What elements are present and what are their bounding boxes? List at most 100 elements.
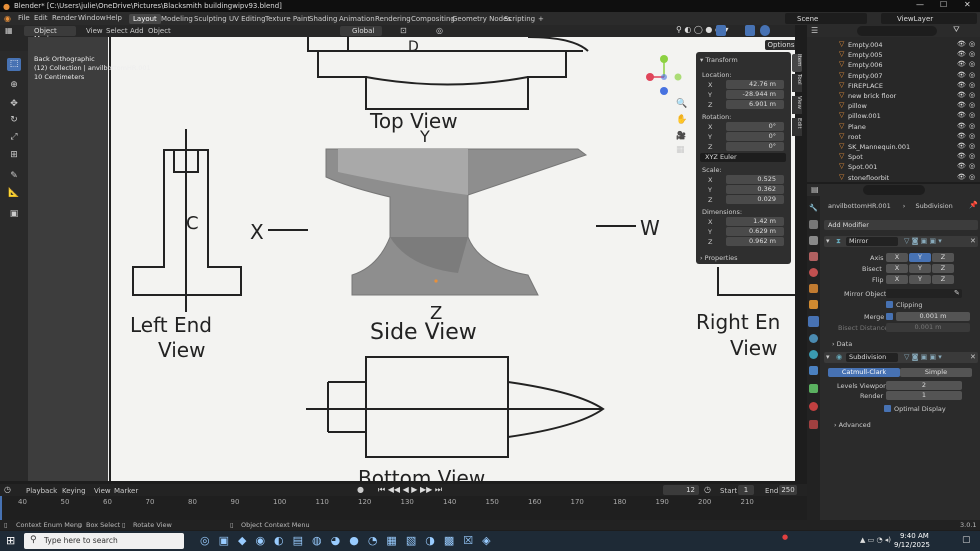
transform-icon[interactable]: ⊞ [10, 150, 18, 160]
visibility-eye-icon[interactable]: 👁 [957, 70, 966, 79]
tool-tab-icon[interactable]: 🔧 [809, 204, 818, 212]
bisect-y-toggle[interactable]: Y [909, 264, 931, 273]
pin-icon[interactable]: 📌 [969, 201, 978, 209]
mirror-close-icon[interactable]: ✕ [970, 237, 976, 245]
outliner-row[interactable]: ▽new brick floor👁◎ [807, 91, 980, 101]
add-workspace-icon[interactable]: + [538, 15, 544, 23]
rotate-icon[interactable]: ↻ [10, 115, 18, 125]
outliner-row[interactable]: ▽root👁◎ [807, 132, 980, 142]
visibility-eye-icon[interactable]: 👁 [957, 91, 966, 99]
windows-start-icon[interactable]: ⊞ [6, 534, 16, 547]
axis-y-toggle[interactable]: Y [909, 253, 931, 262]
object-tab-icon[interactable] [809, 300, 818, 309]
outliner-row[interactable]: ▽Plane👁◎ [807, 122, 980, 132]
outliner-row[interactable]: ▽stonefloorbit👁◎ [807, 173, 980, 183]
current-frame-field[interactable]: 12 [663, 485, 699, 495]
location-z-field[interactable]: 6.901 m [726, 100, 784, 109]
mirror-object-field[interactable] [886, 289, 962, 298]
render-camera-icon[interactable]: ◎ [969, 80, 976, 89]
scene-selector[interactable]: Scene [785, 13, 867, 24]
visibility-eye-icon[interactable]: 👁 [957, 111, 966, 120]
location-y-field[interactable]: -28.944 m [726, 90, 784, 99]
tab-rendering[interactable]: Rendering [375, 15, 411, 23]
visibility-eye-icon[interactable]: 👁 [957, 80, 966, 89]
tab-modeling[interactable]: Modeling [161, 15, 193, 23]
visibility-eye-icon[interactable]: 👁 [957, 60, 966, 69]
tab-uv-editing[interactable]: UV Editing [229, 15, 266, 23]
visibility-eye-icon[interactable]: 👁 [957, 101, 966, 110]
minimize-icon[interactable]: — [916, 0, 924, 9]
outliner-search-input[interactable] [857, 26, 937, 36]
menu-add[interactable]: Add [130, 27, 144, 35]
scale-icon[interactable]: ⤢ [10, 132, 18, 142]
advanced-section[interactable]: › Advanced [834, 421, 871, 429]
overlay-icon[interactable] [716, 25, 726, 36]
visibility-eye-icon[interactable]: 👁 [957, 152, 966, 161]
navigation-gizmo[interactable] [640, 53, 684, 97]
start-frame-field[interactable]: 1 [738, 485, 754, 495]
keying-menu[interactable]: Keying [62, 487, 86, 495]
add-cube-icon[interactable]: ▣ [9, 209, 19, 219]
flip-z-toggle[interactable]: Z [932, 275, 954, 284]
system-tray-icons[interactable]: ▲ ▭ ◔ ◂) [860, 536, 892, 544]
levels-viewport-field[interactable]: 2 [886, 381, 962, 390]
menu-render[interactable]: Render [52, 14, 77, 22]
render-tab-icon[interactable] [809, 220, 818, 229]
filter-icon[interactable]: ⛛ [953, 25, 960, 34]
tab-geometry-nodes[interactable]: Geometry Nodes [452, 15, 512, 23]
mirror-modifier-header[interactable]: ▾ ⧗ Mirror ▽ ◙ ▣ ▣ ▾ ✕ [824, 236, 978, 247]
visibility-eye-icon[interactable]: 👁 [957, 50, 966, 59]
outliner-editor-icon[interactable]: ☰ [811, 26, 819, 35]
close-icon[interactable]: ✕ [964, 0, 971, 9]
outliner-row[interactable]: ▽Empty.006👁◎ [807, 60, 980, 70]
data-section[interactable]: › Data [832, 340, 853, 348]
menu-help[interactable]: Help [106, 14, 122, 22]
select-box-icon[interactable]: ⬚ [7, 58, 21, 71]
view-layer-tab-icon[interactable] [809, 252, 818, 261]
dimension-z-field[interactable]: 0.962 m [726, 237, 784, 246]
render-camera-icon[interactable]: ◎ [969, 70, 976, 79]
outliner-row[interactable]: ▽Empty.005👁◎ [807, 50, 980, 60]
move-icon[interactable]: ✥ [10, 99, 18, 109]
tab-sculpting[interactable]: Sculpting [194, 15, 227, 23]
eyedropper-icon[interactable]: ✎ [954, 289, 960, 297]
visibility-eye-icon[interactable]: 👁 [957, 142, 966, 150]
tab-scripting[interactable]: Scripting [504, 15, 536, 23]
collapse-icon[interactable]: ▾ [826, 353, 830, 361]
render-camera-icon[interactable]: ◎ [969, 91, 976, 99]
tab-edit[interactable]: Edit [792, 118, 802, 136]
outliner-row[interactable]: ▽Empty.007👁◎ [807, 71, 980, 81]
mode-dropdown[interactable]: Object Mode [24, 26, 76, 43]
texture-tab-icon[interactable] [809, 420, 818, 429]
visibility-eye-icon[interactable]: 👁 [957, 40, 966, 48]
cursor-icon[interactable]: ⊕ [10, 80, 18, 90]
playback-controls[interactable]: ⏮ ◀◀ ◀ ▶ ▶▶ ⏭ [378, 485, 443, 494]
tab-compositing[interactable]: Compositing [411, 15, 455, 23]
view-layer-selector[interactable]: ViewLayer [881, 13, 977, 24]
axis-x-toggle[interactable]: X [886, 253, 908, 262]
outliner-row[interactable]: ▽Spot.001👁◎ [807, 162, 980, 172]
flip-y-toggle[interactable]: Y [909, 275, 931, 284]
menu-select[interactable]: Select [106, 27, 128, 35]
physics-tab-icon[interactable] [809, 350, 818, 359]
outliner-row[interactable]: ▽pillow👁◎ [807, 101, 980, 111]
constraints-tab-icon[interactable] [809, 366, 818, 375]
mirror-name-field[interactable]: Mirror [846, 237, 898, 246]
render-camera-icon[interactable]: ◎ [969, 40, 976, 48]
rotation-z-field[interactable]: 0° [726, 142, 784, 151]
render-camera-icon[interactable]: ◎ [969, 101, 976, 110]
render-camera-icon[interactable]: ◎ [969, 111, 976, 120]
dimension-x-field[interactable]: 1.42 m [726, 217, 784, 226]
axis-z-toggle[interactable]: Z [932, 253, 954, 262]
scale-x-field[interactable]: 0.525 [726, 175, 784, 184]
data-tab-icon[interactable] [809, 384, 818, 393]
visibility-eye-icon[interactable]: 👁 [957, 172, 966, 181]
viewport-shading-icons[interactable]: ⚲ ◐ ◯ ● ◑ ▾ [676, 25, 729, 34]
menu-edit[interactable]: Edit [34, 14, 48, 22]
visibility-eye-icon[interactable]: 👁 [957, 162, 966, 171]
rotation-mode-dropdown[interactable]: XYZ Euler [700, 153, 786, 162]
transform-header[interactable]: ▾ Transform [700, 56, 738, 64]
modifier-toggle-icons[interactable]: ▽ ◙ ▣ ▣ ▾ [904, 353, 942, 361]
zoom-icon[interactable]: 🔍 [676, 99, 688, 109]
